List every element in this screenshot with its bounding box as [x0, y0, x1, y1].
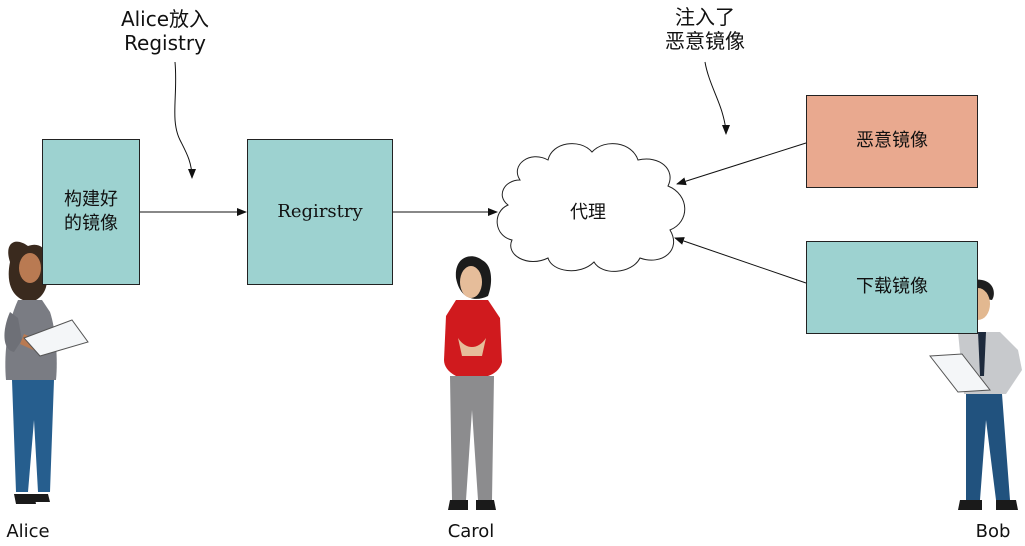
- alice-name-label: Alice: [6, 521, 50, 542]
- alice-push-callout-arrow: [174, 61, 196, 179]
- injected-annotation-line2: 恶意镜像: [665, 29, 745, 53]
- carol-name-label: Carol: [447, 521, 495, 542]
- alice-push-annotation-line1: Alice放入: [120, 7, 210, 31]
- registry-label: Regirstry: [277, 200, 363, 222]
- arrow-download-to-proxy: [674, 237, 807, 284]
- carol-figure: [444, 256, 502, 510]
- bob-figure: [929, 279, 1022, 510]
- proxy-label: 代理: [570, 202, 606, 223]
- bob-name-label: Bob: [975, 521, 1011, 542]
- injected-annotation: 注入了 恶意镜像: [640, 5, 770, 53]
- registry-box: Regirstry: [247, 139, 393, 285]
- download-image-label: 下载镜像: [856, 276, 928, 298]
- proxy-cloud: [496, 143, 686, 272]
- built-image-box: 构建好 的镜像: [42, 139, 140, 285]
- injected-callout-arrow: [704, 61, 730, 135]
- built-image-line2: 的镜像: [64, 213, 118, 234]
- alice-figure: [4, 241, 89, 504]
- download-image-box: 下载镜像: [806, 241, 978, 334]
- malicious-image-label: 恶意镜像: [856, 130, 928, 152]
- malicious-image-box: 恶意镜像: [806, 95, 978, 188]
- alice-push-annotation-line2: Registry: [124, 31, 206, 55]
- arrow-malicious-to-proxy: [676, 142, 807, 186]
- alice-push-annotation: Alice放入 Registry: [100, 7, 230, 55]
- built-image-line1: 构建好: [64, 188, 118, 210]
- injected-annotation-line1: 注入了: [675, 5, 735, 29]
